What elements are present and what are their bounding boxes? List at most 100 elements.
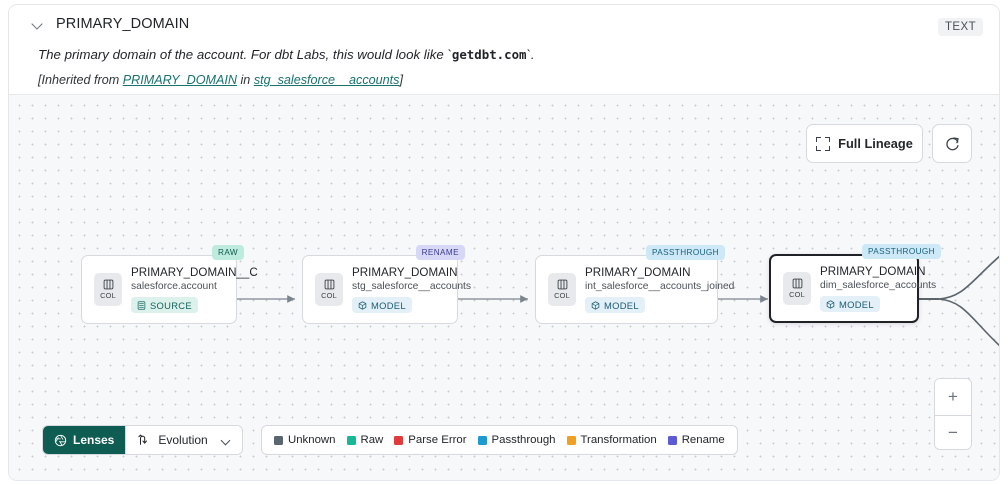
node-body: PRIMARY_DOMAIN__C salesforce.account SOU… [131,266,268,313]
legend-item[interactable]: Passthrough [477,434,556,446]
inherited-model-link[interactable]: stg_salesforce__accounts [253,73,400,87]
legend-swatch-raw [346,435,356,445]
lenses-button[interactable]: Lenses [43,426,126,454]
full-lineage-label: Full Lineage [838,136,913,151]
node-table-name: int_salesforce__accounts_joined [585,281,735,292]
inherited-middle: in [237,73,254,87]
inherited-column-link[interactable]: PRIMARY_DOMAIN [122,73,237,87]
lenses-toolbar: Lenses Evolution [42,425,243,455]
zoom-in-button[interactable]: + [935,379,971,415]
cube-icon [591,300,600,310]
lineage-node-dim-salesforce-accounts[interactable]: PASSTHROUGH COL PRIMARY_DOMAIN dim_sales… [769,244,941,323]
column-header-row[interactable]: PRIMARY_DOMAIN [31,16,189,32]
column-icon-chip: COL [315,273,343,306]
lens-aperture-icon [54,434,67,446]
node-table-name: stg_salesforce__accounts [352,281,472,292]
description-code: getdbt.com [451,47,527,62]
cube-icon [358,300,367,310]
chevron-down-icon [221,435,232,446]
col-chip-label: COL [789,290,805,299]
column-icon [324,279,334,290]
legend-swatch-parse-error [394,435,404,445]
type-badge: TEXT [938,18,983,36]
column-icon [557,279,567,290]
legend-swatch-transformation [566,435,576,445]
legend-swatch-unknown [274,435,283,445]
node-kind-badge: MODEL [585,297,645,313]
refresh-button[interactable] [932,124,972,163]
node-kind-badge: SOURCE [131,297,198,313]
legend-label: Parse Error [408,434,467,446]
panel-header: PRIMARY_DOMAIN TEXT The primary domain o… [9,5,999,95]
lineage-legend: Unknown Raw Parse Error Passthrough Tran… [261,425,738,455]
column-description: The primary domain of the account. For d… [38,47,535,62]
node-column-name: PRIMARY_DOMAIN [585,266,691,279]
header-divider [9,94,999,95]
expand-icon [816,136,831,151]
cube-icon [826,299,835,309]
legend-label: Passthrough [491,434,556,446]
refresh-icon [945,137,959,151]
legend-swatch-rename [667,435,677,445]
edge-4-out-lower [938,298,999,347]
column-icon-chip: COL [94,273,122,306]
edge-4-out-upper [938,255,999,300]
column-icon-chip: COL [548,273,576,306]
node-kind-badge: MODEL [820,296,880,312]
node-tag-raw: RAW [212,245,244,260]
node-table-name: salesforce.account [131,281,217,292]
evolution-dropdown[interactable]: Evolution [125,426,242,454]
node-kind-label: MODEL [371,299,406,311]
description-suffix: `. [526,47,535,62]
zoom-controls-divider [935,414,971,416]
node-kind-label: MODEL [839,298,874,310]
node-table-name: dim_salesforce_accounts [820,280,937,291]
legend-swatch-passthrough [477,435,487,445]
zoom-out-button[interactable]: − [935,415,971,449]
zoom-controls[interactable]: + − [934,378,972,450]
legend-label: Transformation [580,434,657,446]
legend-item[interactable]: Parse Error [394,434,467,446]
node-column-name: PRIMARY_DOMAIN__C [131,266,258,279]
node-kind-label: MODEL [604,299,639,311]
node-tag-passthrough: PASSTHROUGH [861,244,941,259]
legend-item[interactable]: Transformation [566,434,657,446]
lineage-node-primary-domain-c[interactable]: RAW COL PRIMARY_DOMAIN__C salesforce.acc… [81,245,258,324]
lineage-canvas[interactable]: RAW COL PRIMARY_DOMAIN__C salesforce.acc… [9,95,999,480]
column-icon [792,278,802,289]
legend-item[interactable]: Unknown [274,434,336,446]
lineage-node-stg-salesforce-accounts[interactable]: RENAME COL PRIMARY_DOMAIN stg_salesforce… [302,245,471,324]
node-body: PRIMARY_DOMAIN int_salesforce__accounts_… [585,266,744,313]
inherited-suffix: ] [399,73,403,87]
col-chip-label: COL [554,291,570,300]
node-tag-passthrough: PASSTHROUGH [645,245,725,260]
lineage-node-int-salesforce-accounts-joined[interactable]: PASSTHROUGH COL PRIMARY_DOMAIN int_sales… [535,245,734,324]
node-kind-badge: MODEL [352,297,412,313]
chevron-down-icon[interactable] [31,17,45,31]
node-body: PRIMARY_DOMAIN stg_salesforce__accounts … [352,266,481,313]
full-lineage-button[interactable]: Full Lineage [806,124,923,163]
col-chip-label: COL [100,291,116,300]
evolution-flow-icon [138,434,148,445]
node-column-name: PRIMARY_DOMAIN [820,265,926,278]
legend-item[interactable]: Raw [346,434,384,446]
lenses-label: Lenses [73,433,115,447]
legend-label: Raw [360,434,384,446]
col-chip-label: COL [321,291,337,300]
column-lineage-panel: PRIMARY_DOMAIN TEXT The primary domain o… [8,4,1000,481]
inherited-from-line: [Inherited from PRIMARY_DOMAIN in stg_sa… [38,73,403,87]
node-tag-rename: RENAME [415,245,465,260]
database-icon [137,300,146,310]
node-kind-label: SOURCE [150,299,192,311]
column-icon [103,279,113,290]
node-column-name: PRIMARY_DOMAIN [352,266,458,279]
inherited-prefix: [Inherited from [38,73,123,87]
legend-item[interactable]: Rename [667,434,725,446]
page-title: PRIMARY_DOMAIN [56,16,190,32]
node-body: PRIMARY_DOMAIN dim_salesforce_accounts M… [820,265,946,312]
description-prefix: The primary domain of the account. For d… [38,47,452,62]
legend-label: Rename [681,434,725,446]
evolution-label: Evolution [158,433,208,447]
legend-label: Unknown [288,434,336,446]
column-icon-chip: COL [783,272,811,305]
